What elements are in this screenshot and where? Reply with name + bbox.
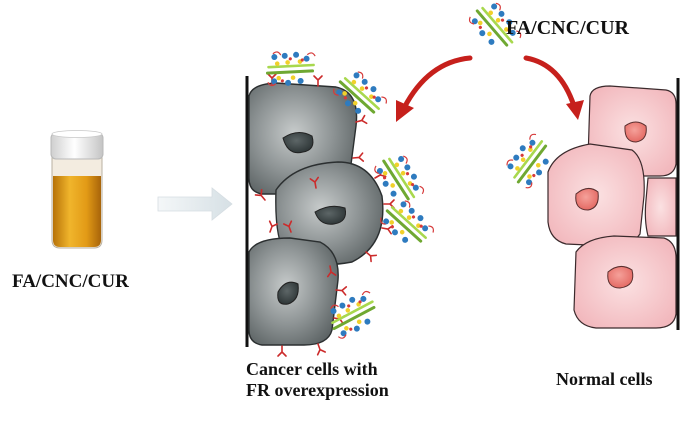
vial-label: FA/CNC/CUR xyxy=(12,271,129,292)
cancer-cells-label: Cancer cells with FR overexpression xyxy=(246,359,389,400)
vial-icon xyxy=(50,130,104,249)
normal-cells-label: Normal cells xyxy=(556,369,653,389)
cancer-cells-label-line1: Cancer cells with xyxy=(246,359,378,379)
targeting-arrow-icon xyxy=(396,55,584,122)
cancer-cells-label-line2: FR overexpression xyxy=(246,379,389,400)
transfer-arrow-icon xyxy=(157,187,233,221)
cancer-cell-cluster xyxy=(245,76,384,347)
normal-cell-cluster xyxy=(547,78,680,330)
nanocrystal-label: FA/CNC/CUR xyxy=(506,17,629,39)
